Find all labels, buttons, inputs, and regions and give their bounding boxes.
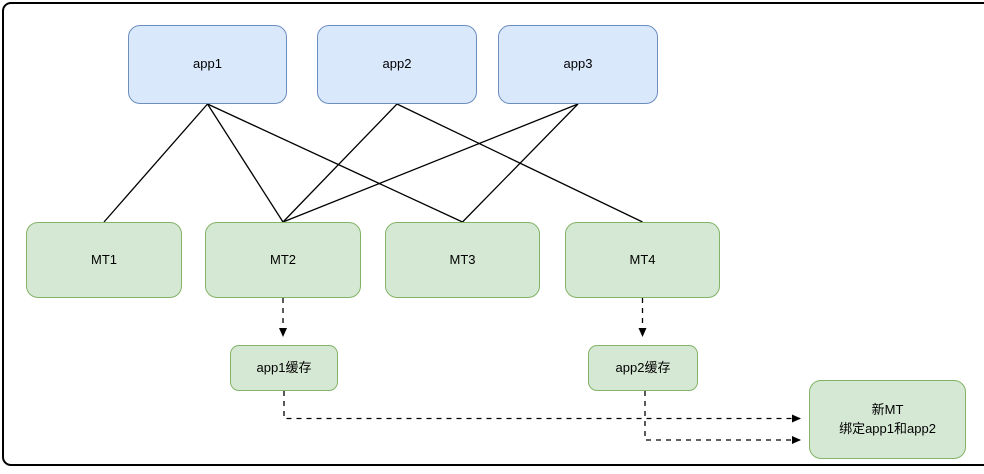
node-mt1[interactable]: MT1 xyxy=(26,222,182,298)
edge-app2-cache-new-mt xyxy=(644,391,801,444)
edge-app3-mt3 xyxy=(462,103,579,223)
node-mt4[interactable]: MT4 xyxy=(565,222,720,298)
node-mt2[interactable]: MT2 xyxy=(205,222,361,298)
node-app2-cache[interactable]: app2缓存 xyxy=(588,345,698,391)
node-new-mt[interactable]: 新MT 绑定app1和app2 xyxy=(809,380,966,459)
node-new-mt-title: 新MT xyxy=(871,402,904,418)
edge-app1-cache-new-mt xyxy=(283,391,801,423)
node-app2-cache-label: app2缓存 xyxy=(615,359,671,375)
node-app2-label: app2 xyxy=(382,56,412,72)
node-mt3-label: MT3 xyxy=(449,251,476,267)
node-mt4-label: MT4 xyxy=(629,251,656,267)
node-app1[interactable]: app1 xyxy=(128,25,287,104)
node-app1-cache[interactable]: app1缓存 xyxy=(230,345,338,391)
node-mt1-label: MT1 xyxy=(91,251,117,267)
node-app1-label: app1 xyxy=(193,56,222,72)
edge-app1-mt1 xyxy=(103,103,208,223)
edge-app1-mt2 xyxy=(206,103,284,223)
edge-app1-mt3 xyxy=(207,103,463,223)
node-app3[interactable]: app3 xyxy=(498,25,658,104)
edge-app3-mt2 xyxy=(282,103,579,223)
canvas-frame xyxy=(2,2,984,466)
node-app3-label: app3 xyxy=(563,56,593,72)
node-app1-cache-label: app1缓存 xyxy=(256,359,312,375)
edge-app2-mt2 xyxy=(282,103,398,223)
node-app2[interactable]: app2 xyxy=(317,25,477,104)
node-mt2-label: MT2 xyxy=(270,251,296,267)
node-new-mt-subtitle: 绑定app1和app2 xyxy=(839,420,936,436)
node-mt3[interactable]: MT3 xyxy=(385,222,540,298)
